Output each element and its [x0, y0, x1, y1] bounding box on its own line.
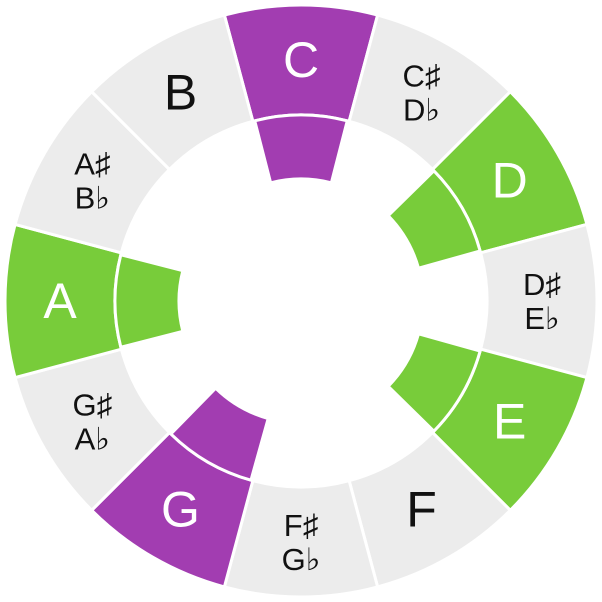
label-c: C — [283, 32, 319, 88]
label-f-sharp-gb: F♯G♭ — [282, 508, 321, 577]
label-a: A — [43, 273, 77, 329]
label-line-g-sharp-ab-1: A♭ — [75, 421, 110, 456]
wheel-segments — [3, 3, 599, 599]
label-line-g-sharp-ab-0: G♯ — [72, 387, 112, 422]
inner-segment-a[interactable] — [113, 252, 185, 350]
label-line-a-sharp-bb-1: B♭ — [75, 180, 110, 215]
inner-segment-c[interactable] — [252, 113, 350, 185]
label-d-sharp-eb: D♯E♭ — [523, 267, 561, 336]
segment-b[interactable] — [89, 13, 255, 172]
label-f: F — [406, 482, 437, 538]
label-c-sharp-db: C♯D♭ — [403, 58, 441, 127]
wheel-labels: C C♯D♭ D D♯E♭ EF F♯G♭ G G♯A♭ A A♯B♭ B — [43, 32, 561, 577]
label-a-sharp-bb: A♯B♭ — [74, 146, 110, 215]
label-e: E — [493, 394, 526, 450]
label-d: D — [492, 153, 528, 209]
label-line-d-sharp-eb-0: D♯ — [523, 267, 561, 302]
inner-segment-g[interactable] — [168, 386, 271, 482]
label-line-f-sharp-gb-0: F♯ — [284, 508, 318, 543]
label-b: B — [164, 64, 197, 120]
inner-segment-d[interactable] — [386, 168, 482, 271]
label-line-a-sharp-bb-0: A♯ — [74, 146, 110, 181]
inner-segment-e[interactable] — [386, 331, 482, 434]
label-g-sharp-ab: G♯A♭ — [72, 387, 112, 456]
label-line-f-sharp-gb-1: G♭ — [282, 542, 321, 577]
label-line-c-sharp-db-0: C♯ — [403, 58, 441, 93]
label-line-d-sharp-eb-1: E♭ — [524, 301, 559, 336]
label-g: G — [161, 482, 200, 538]
label-line-c-sharp-db-1: D♭ — [403, 92, 440, 127]
